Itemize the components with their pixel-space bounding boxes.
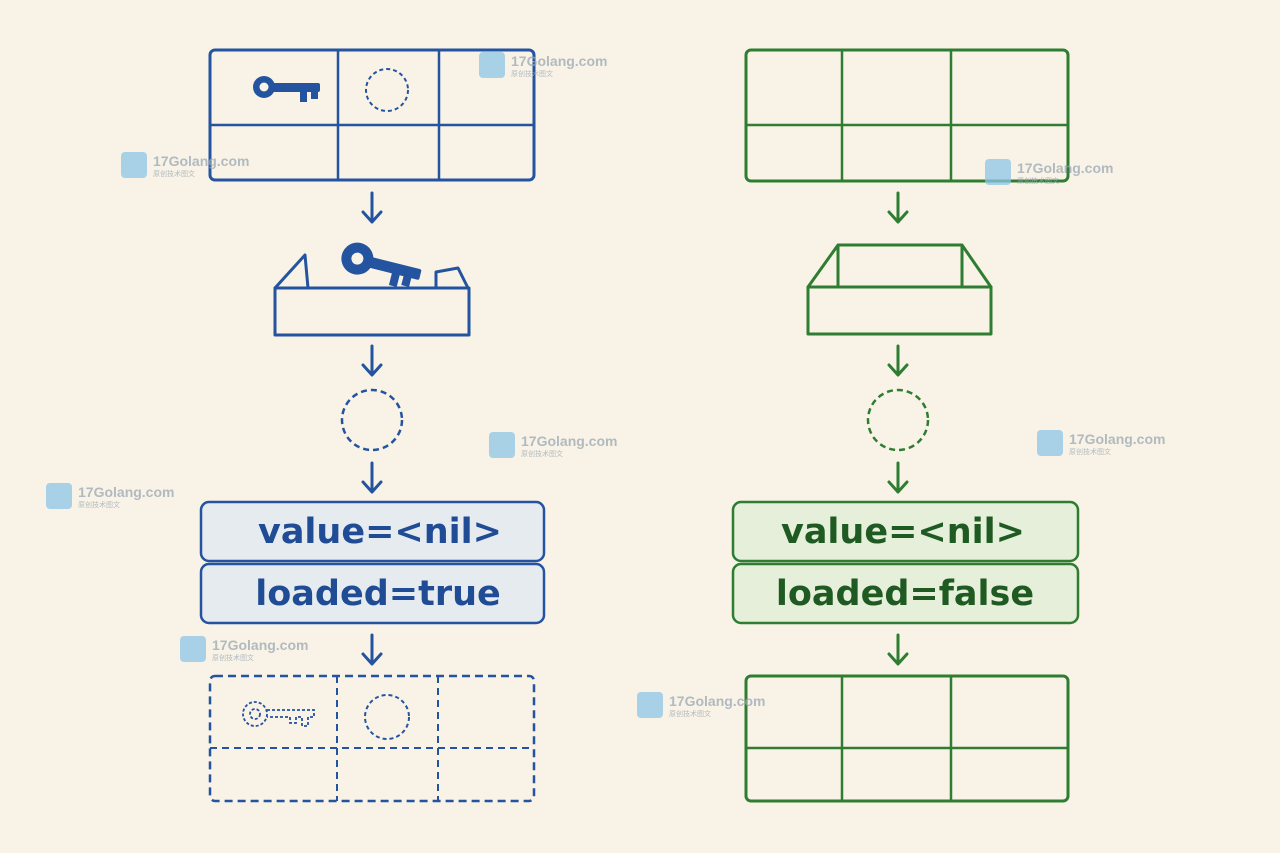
down-arrow-icon (361, 344, 383, 377)
watermark: 17Golang.com 原创技术图文 (489, 432, 617, 458)
watermark-logo-icon (121, 152, 147, 178)
watermark: 17Golang.com 原创技术图文 (1037, 430, 1165, 456)
watermark-brand: 17Golang.com (511, 53, 607, 69)
down-arrow-icon (887, 344, 909, 377)
left-source-table (208, 48, 536, 182)
watermark-brand: 17Golang.com (212, 637, 308, 653)
right-result-table (744, 674, 1070, 803)
watermark-logo-icon (180, 636, 206, 662)
watermark-tagline: 原创技术图文 (669, 709, 711, 718)
watermark: 17Golang.com 原创技术图文 (121, 152, 249, 178)
watermark: 17Golang.com 原创技术图文 (46, 483, 174, 509)
watermark-logo-icon (637, 692, 663, 718)
watermark-logo-icon (985, 159, 1011, 185)
watermark-tagline: 原创技术图文 (1017, 176, 1059, 185)
watermark-logo-icon (489, 432, 515, 458)
watermark: 17Golang.com 原创技术图文 (180, 636, 308, 662)
left-flow: value=<nil> loaded=true (199, 48, 546, 803)
key-icon (341, 242, 422, 287)
watermark-brand: 17Golang.com (1017, 160, 1113, 176)
watermark-brand: 17Golang.com (1069, 431, 1165, 447)
left-result-table (208, 674, 536, 803)
key-icon (242, 701, 315, 727)
watermark-tagline: 原创技术图文 (78, 500, 120, 509)
right-loaded-label: loaded=false (776, 574, 1034, 614)
down-arrow-icon (887, 191, 909, 224)
watermark-tagline: 原创技术图文 (521, 449, 563, 458)
watermark-brand: 17Golang.com (521, 433, 617, 449)
right-source-table (744, 48, 1070, 183)
right-result-panel: value=<nil> loaded=false (731, 500, 1080, 625)
watermark-brand: 17Golang.com (153, 153, 249, 169)
down-arrow-icon (361, 191, 383, 224)
watermark-brand: 17Golang.com (669, 693, 765, 709)
watermark: 17Golang.com 原创技术图文 (985, 159, 1113, 185)
empty-circle-icon (866, 388, 930, 452)
watermark: 17Golang.com 原创技术图文 (637, 692, 765, 718)
empty-circle-icon (364, 694, 410, 740)
watermark-tagline: 原创技术图文 (1069, 447, 1111, 456)
watermark-logo-icon (479, 52, 505, 78)
down-arrow-icon (887, 461, 909, 494)
empty-circle-icon (340, 388, 404, 452)
right-flow: value=<nil> loaded=false (731, 48, 1080, 803)
watermark-logo-icon (46, 483, 72, 509)
box-icon (273, 242, 471, 337)
down-arrow-icon (361, 633, 383, 666)
right-loaded-box (731, 562, 1080, 625)
watermark-tagline: 原创技术图文 (511, 69, 553, 78)
down-arrow-icon (361, 461, 383, 494)
left-result-panel: value=<nil> loaded=true (199, 500, 546, 625)
right-value-label: value=<nil> (781, 512, 1025, 552)
watermark-logo-icon (1037, 430, 1063, 456)
box-icon (806, 243, 993, 336)
left-loaded-box (199, 562, 546, 625)
left-value-label: value=<nil> (258, 512, 502, 552)
watermark-brand: 17Golang.com (78, 484, 174, 500)
down-arrow-icon (887, 633, 909, 666)
empty-circle-icon (365, 68, 409, 112)
watermark: 17Golang.com 原创技术图文 (479, 52, 607, 78)
watermark-tagline: 原创技术图文 (153, 169, 195, 178)
left-loaded-label: loaded=true (255, 574, 500, 614)
left-value-box (199, 500, 546, 563)
right-value-box (731, 500, 1080, 563)
key-icon (253, 76, 320, 102)
watermark-tagline: 原创技术图文 (212, 653, 254, 662)
